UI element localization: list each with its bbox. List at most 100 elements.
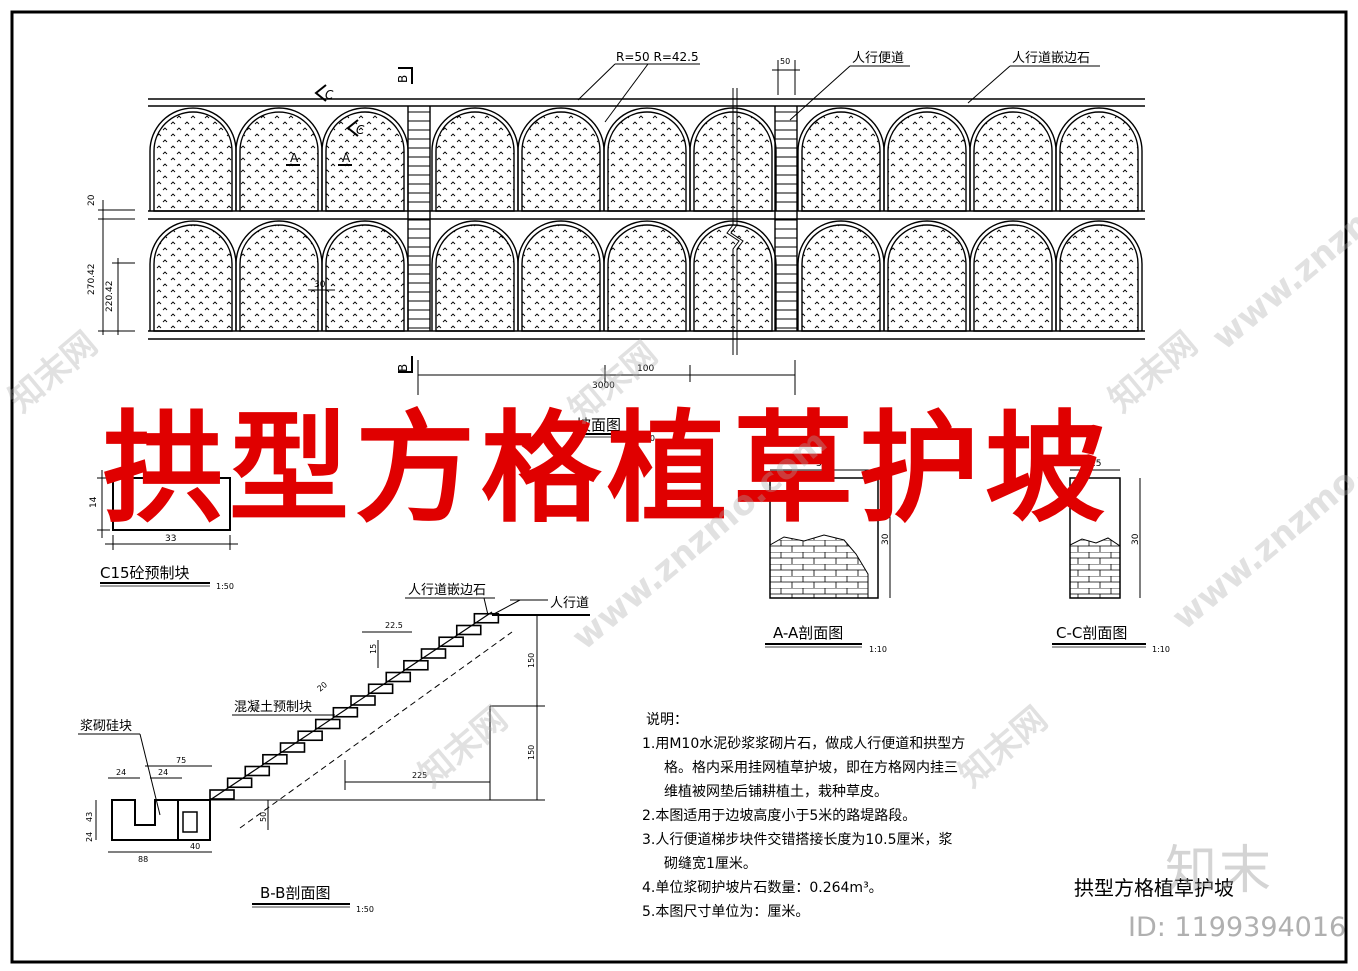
arch-cell — [607, 224, 687, 332]
section-c-mid: C — [356, 123, 365, 137]
aa-dim-30-top: 30 — [816, 459, 828, 469]
cc-dim-15: 15 — [1090, 459, 1101, 469]
section-bb-detail: 人行道 人行道嵌边石 混凝土预制块 浆砌硅块 24 24 75 43 24 88… — [78, 583, 590, 914]
stair-step — [403, 659, 429, 671]
arch-outline — [235, 107, 323, 211]
arch-cell — [973, 111, 1053, 212]
bb-dim-43: 43 — [85, 812, 94, 822]
section-b-top: B — [396, 75, 410, 83]
arch-cell — [801, 111, 881, 212]
arch-cell — [239, 111, 319, 212]
bb-curb-label: 人行道嵌边石 — [408, 583, 486, 598]
slope-view: 20 270.42 220.42 30 100 3000 50 R=50 R=4… — [87, 50, 1145, 443]
callout-walkway: 人行便道 — [852, 51, 904, 66]
stair-step — [244, 765, 271, 777]
arch-outline — [1055, 220, 1143, 331]
arch-outline — [517, 220, 605, 331]
section-a-right: A — [342, 151, 351, 165]
cc-dim-30: 30 — [1131, 533, 1141, 545]
image-id: ID: 1199394016 — [1128, 912, 1347, 943]
arch-outline — [431, 220, 519, 331]
stair-step — [332, 706, 359, 718]
notes-line-2: 格。格内采用挂网植草护坡，即在方格网内挂三 — [664, 760, 958, 776]
arch-cell — [1059, 111, 1139, 212]
arch-outline — [1055, 107, 1143, 211]
bb-dim-88: 88 — [138, 855, 148, 864]
precast-scale: 1:50 — [216, 582, 234, 591]
sheet-border — [10, 10, 1348, 964]
bb-scale: 1:50 — [356, 905, 374, 914]
section-a-left: A — [290, 151, 299, 165]
bb-dim-40: 40 — [190, 842, 200, 851]
stair-step — [262, 753, 288, 765]
stair-step — [473, 612, 500, 624]
arch-outline — [883, 220, 971, 331]
bb-walkway-label: 人行道 — [550, 596, 589, 611]
stair-step — [420, 648, 447, 659]
arch-cell — [887, 224, 967, 332]
notes-line-3: 维植被网垫后铺耕植土，栽种草皮。 — [664, 783, 888, 800]
dim-3000: 3000 — [592, 381, 615, 391]
arch-outline — [603, 220, 691, 331]
arch-cell — [435, 224, 515, 332]
arch-outline — [517, 107, 605, 211]
arch-cell — [325, 111, 405, 212]
section-b-bottom: B — [396, 364, 410, 372]
bb-dim-15: 15 — [369, 644, 378, 654]
bb-dim-225: 225 — [412, 771, 427, 780]
stair-step — [297, 730, 323, 742]
section-aa-detail: 30 30 A-A剖面图 1:10 — [765, 459, 891, 654]
bb-dim-50: 50 — [259, 812, 268, 822]
notes-line-1: 1.用M10水泥砂浆浆砌片石，做成人行便道和拱型方 — [642, 736, 965, 752]
arch-outline — [883, 107, 971, 211]
dim-50: 50 — [780, 57, 790, 66]
bb-dim-24c: 24 — [85, 832, 94, 842]
stair-step — [279, 742, 306, 753]
arch-cell — [521, 224, 601, 332]
callout-curb: 人行道嵌边石 — [1012, 51, 1090, 66]
bb-caption: B-B剖面图 — [260, 884, 330, 902]
notes-heading: 说明： — [646, 712, 688, 728]
stair-step — [209, 789, 235, 800]
dim-100: 100 — [637, 364, 654, 374]
notes-line-6: 砌缝宽1厘米。 — [664, 855, 757, 872]
bb-dim-75: 75 — [176, 756, 186, 765]
notes-line-7: 4.单位浆砌护坡片石数量：0.264m³。 — [642, 880, 883, 896]
aa-dim-30-side: 30 — [881, 533, 891, 545]
znzmo-logo: 知末 — [1165, 841, 1274, 901]
arch-cell — [607, 111, 687, 212]
arch-cell — [435, 111, 515, 212]
stair-step — [226, 777, 253, 789]
stair-step — [314, 718, 341, 730]
arch-outline — [321, 107, 409, 211]
bb-brick-label: 浆砌硅块 — [80, 719, 132, 734]
arch-outline — [797, 107, 885, 211]
notes-line-5: 3.人行便道梯步块件交错搭接长度为10.5厘米，浆 — [642, 831, 953, 848]
arch-cell — [325, 224, 405, 332]
notes-line-4: 2.本图适用于边坡高度小于5米的路堤路段。 — [642, 807, 916, 824]
arch-outline — [969, 107, 1057, 211]
cc-scale: 1:10 — [1152, 645, 1170, 654]
arch-cell — [521, 111, 601, 212]
arch-cell — [239, 224, 319, 332]
stair-step — [455, 624, 482, 636]
dim-33: 33 — [165, 534, 176, 544]
slope-caption: 坡面图 — [576, 416, 621, 434]
callout-radius: R=50 R=42.5 — [616, 50, 699, 64]
dim-270: 270.42 — [87, 264, 97, 296]
arch-cell — [887, 111, 967, 212]
stair-step — [385, 671, 412, 683]
red-overlay-title: 拱型方格植草护坡 — [103, 400, 1111, 539]
drawing-title: 拱型方格植草护坡 — [1074, 876, 1234, 900]
precast-caption: C15砼预制块 — [100, 564, 190, 582]
aa-scale: 1:10 — [869, 645, 887, 654]
arch-outline — [797, 220, 885, 331]
arch-cell — [1059, 224, 1139, 332]
arch-outline — [603, 107, 691, 211]
section-cc-detail: 15 30 C-C剖面图 1:10 — [1052, 459, 1170, 654]
notes-line-8: 5.本图尺寸单位为：厘米。 — [642, 904, 809, 920]
bb-dim-24b: 24 — [158, 768, 168, 777]
arch-cell — [153, 224, 233, 332]
stair-step — [350, 695, 376, 706]
